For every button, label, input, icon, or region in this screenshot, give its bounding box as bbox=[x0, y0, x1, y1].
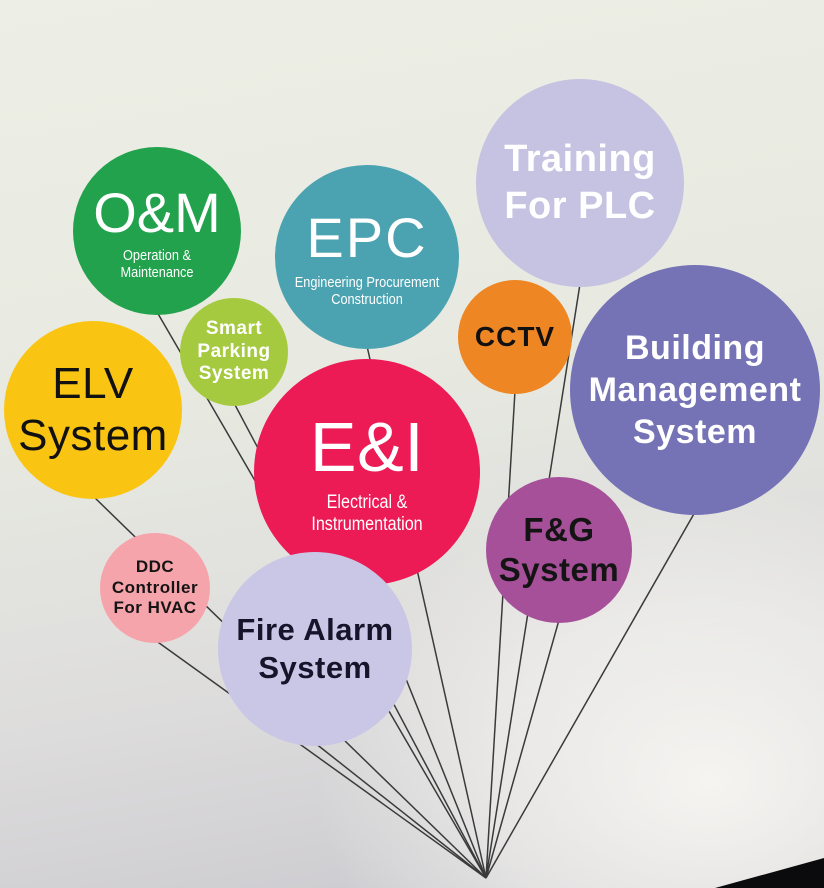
balloon-training-plc: Training For PLC bbox=[476, 79, 684, 287]
balloon-title-epc: EPC bbox=[306, 205, 428, 269]
balloon-ddc: DDC Controller For HVAC bbox=[100, 533, 210, 643]
balloon-string-fg bbox=[485, 619, 560, 879]
balloon-string-ddc bbox=[154, 639, 487, 879]
balloon-title-ei: E&I bbox=[309, 408, 425, 487]
balloon-title-smart-parking: Smart Parking System bbox=[197, 318, 271, 385]
balloon-ei: E&I Electrical & Instrumentation bbox=[254, 359, 480, 585]
balloon-bms: Building Management System bbox=[570, 265, 820, 515]
balloon-string-cctv bbox=[485, 390, 516, 879]
balloon-title-fire-alarm: Fire Alarm System bbox=[236, 612, 394, 685]
balloon-subtitle-ei: Electrical & Instrumentation bbox=[311, 492, 423, 535]
balloon-subtitle-epc: Engineering Procurement Construction bbox=[294, 273, 440, 308]
balloon-title-om: O&M bbox=[93, 180, 221, 244]
balloon-string-bms bbox=[485, 511, 696, 879]
balloon-title-elv: ELV System bbox=[18, 359, 168, 460]
balloon-smart-parking: Smart Parking System bbox=[180, 298, 288, 406]
corner-accent-triangle bbox=[715, 858, 824, 888]
balloon-cctv: CCTV bbox=[458, 280, 572, 394]
balloon-fg: F&G System bbox=[486, 477, 632, 623]
balloon-title-ddc: DDC Controller For HVAC bbox=[111, 557, 199, 618]
balloon-title-training-plc: Training For PLC bbox=[504, 137, 656, 228]
balloon-subtitle-om: Operation & Maintenance bbox=[120, 246, 194, 281]
balloon-title-bms: Building Management System bbox=[588, 328, 802, 452]
balloon-fire-alarm: Fire Alarm System bbox=[218, 552, 412, 746]
balloon-title-cctv: CCTV bbox=[474, 321, 556, 353]
balloon-string-fire-alarm bbox=[314, 742, 487, 879]
balloon-epc: EPC Engineering Procurement Construction bbox=[275, 165, 459, 349]
balloon-title-fg: F&G System bbox=[498, 511, 620, 588]
balloon-elv: ELV System bbox=[4, 321, 182, 499]
